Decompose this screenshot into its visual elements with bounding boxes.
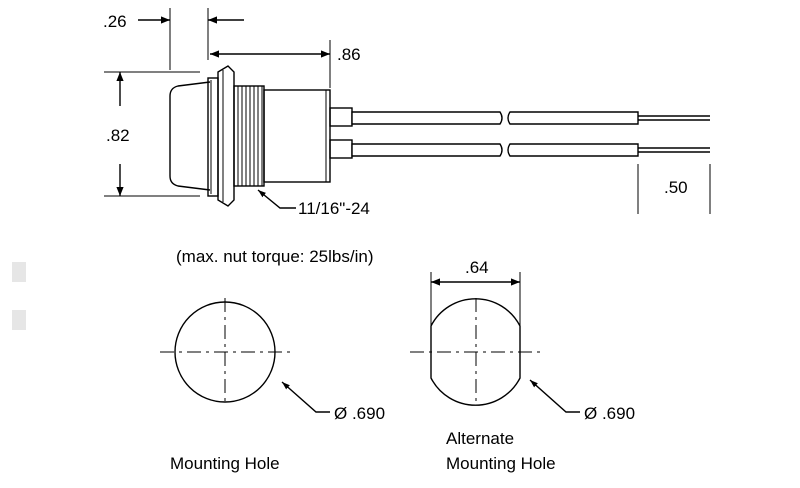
body-dim-label: .86 <box>337 45 361 64</box>
alternate-caption-line1: Alternate <box>446 429 514 448</box>
alternate-caption-line2: Mounting Hole <box>446 454 556 473</box>
dimension-lines <box>104 8 711 214</box>
thread-spec-label: 11/16"-24 <box>298 199 370 218</box>
mounting-hole-drawing <box>160 298 330 413</box>
thread-marks <box>237 86 263 186</box>
component-side-view <box>169 65 710 207</box>
scan-artifacts <box>12 262 26 330</box>
alt-width-label: .64 <box>465 258 489 277</box>
lead-dim-label: .50 <box>664 178 688 197</box>
flange-dim-label: .26 <box>103 12 127 31</box>
hole-diameter-label: Ø .690 <box>334 404 385 423</box>
alternate-hole-drawing <box>410 272 580 413</box>
mounting-hole-caption: Mounting Hole <box>170 454 280 473</box>
height-dim-label: .82 <box>106 126 130 145</box>
alt-hole-diameter-label: Ø .690 <box>584 404 635 423</box>
torque-note: (max. nut torque: 25lbs/in) <box>176 247 373 266</box>
